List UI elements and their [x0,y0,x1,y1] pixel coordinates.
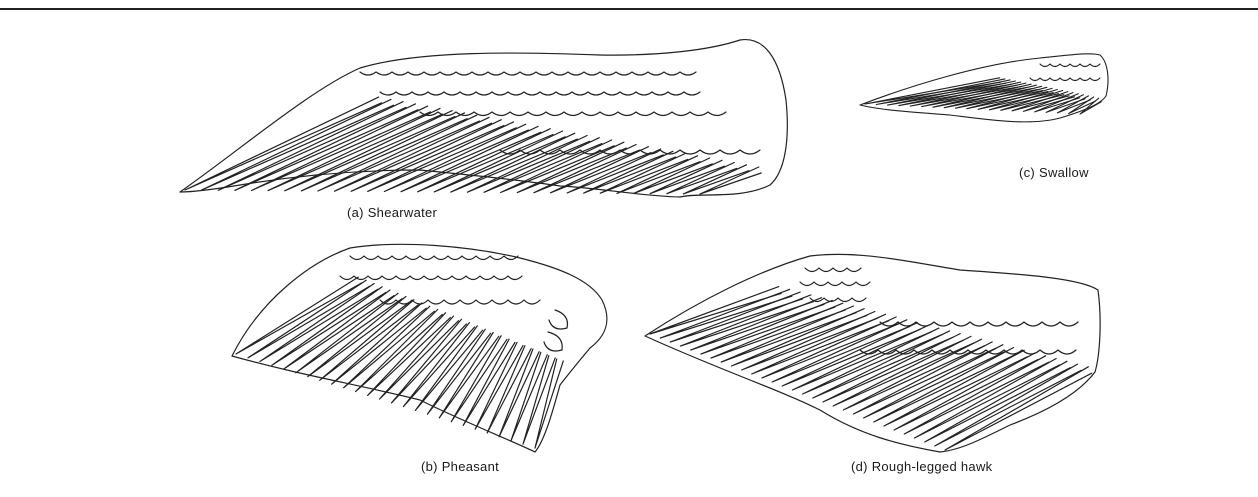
caption-rough-legged-hawk: (d) Rough-legged hawk [851,459,992,474]
feather [752,314,889,374]
caption-swallow: (c) Swallow [1019,165,1089,180]
hawk-covert-cluster [800,268,870,302]
caption-pheasant: (b) Pheasant [421,459,499,474]
caption-shearwater: (a) Shearwater [347,205,437,220]
feather [864,345,1007,418]
hawk-primary-feathers [650,287,1092,450]
hawk-covert-row [880,322,1078,326]
